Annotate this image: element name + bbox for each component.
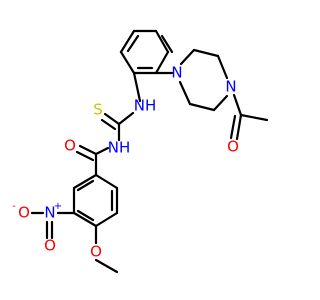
bond [192,48,220,58]
bond [235,113,243,141]
bond [212,94,229,112]
methoxy-oxygen-label: O [90,243,102,261]
bond [72,173,98,190]
atom-labels: S NH NH O N N O N + O - O O [12,64,239,261]
bond [154,50,170,75]
bond [216,54,229,80]
bond [232,93,243,117]
bond [178,80,192,106]
nitro-oxygen-down: O [44,237,56,255]
nitro-oxygen-left: O [18,204,30,222]
amide-oxygen-label: O [64,137,76,155]
sulfur-label: S [93,101,103,119]
bond [119,50,136,75]
bond [72,211,98,228]
bond [132,71,142,103]
bond [117,111,135,126]
nitro-nitrogen-charge: + [54,201,62,212]
nitro-nitrogen-label: N [44,204,55,222]
bond [239,113,269,122]
structure-diagram: S NH NH O N N O N + O - O O [12,29,269,274]
bond [160,34,174,54]
bond [188,102,216,112]
nh-label-lower: NH [108,139,131,157]
bond [76,209,95,222]
bond [94,173,119,190]
bond [78,144,98,156]
nitro-oxygen-charge: - [12,201,16,212]
bond [94,146,110,156]
piperazine-nitrogen-1: N [171,64,182,82]
molecule-canvas: S NH NH O N N O N + O - O O [12,29,269,274]
bond [94,211,119,228]
piperazine-nitrogen-4: N [225,78,236,96]
bonds [30,29,269,274]
bond [100,118,117,131]
bond [126,34,140,53]
bond [103,112,121,126]
bond [154,29,170,54]
acetyl-oxygen-label: O [227,138,239,156]
bond [75,150,95,162]
nh-label-upper: NH [134,97,157,115]
bond [94,258,119,274]
bond [76,179,95,192]
bond [229,114,237,140]
bond [179,48,196,66]
bond [119,29,136,54]
